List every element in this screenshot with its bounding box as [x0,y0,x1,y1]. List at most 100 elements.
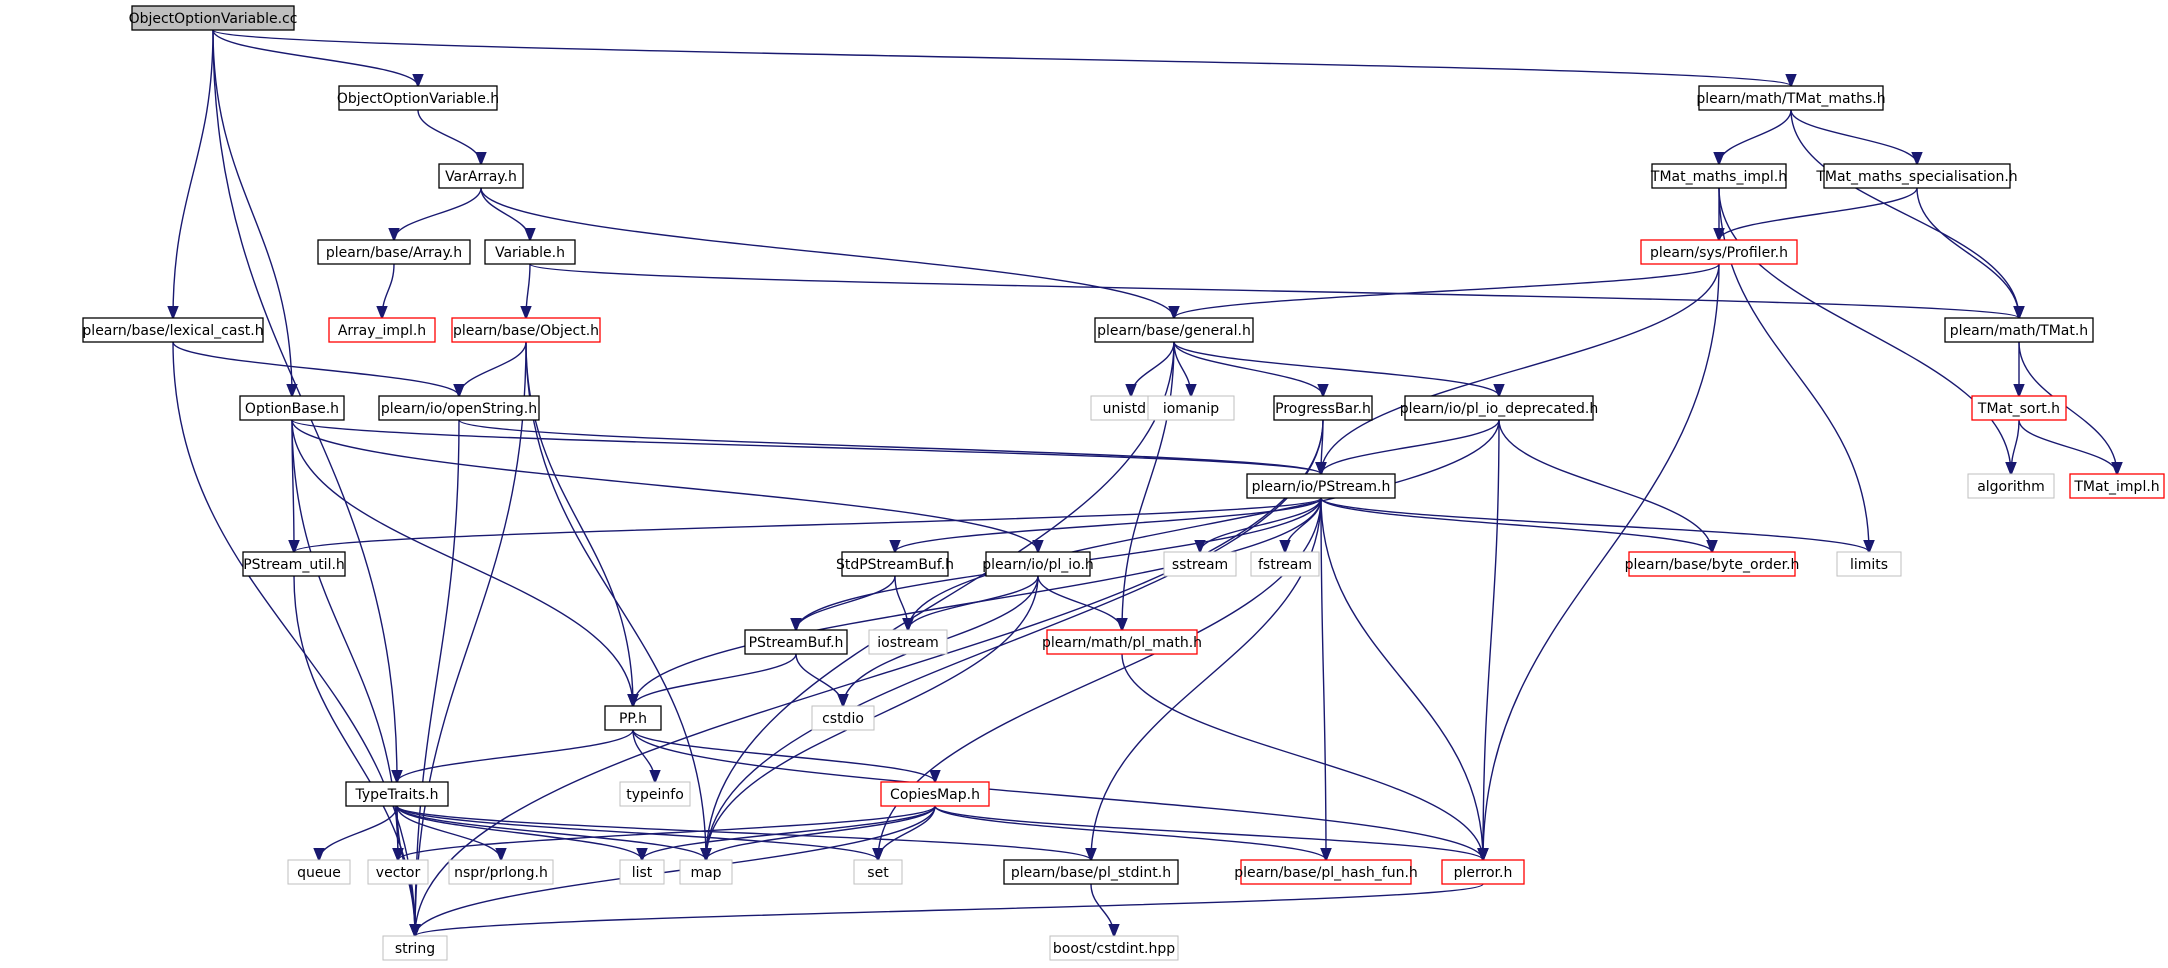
node-box-optionbase [239,395,345,421]
node-label-fstream: fstream [1258,557,1312,573]
node-box-lexical_cast [82,317,264,343]
edge-general-to-pl_math [1122,341,1175,630]
edge-object-to-string [415,341,527,936]
node-progressbar[interactable]: ProgressBar.h [1273,395,1373,421]
node-box-iomanip [1147,395,1235,421]
edge-profiler-to-pstream [1321,263,1720,474]
edge-general-to-unistd [1131,341,1175,396]
edge-typetraits-to-list [396,805,642,860]
node-box-vararray [438,163,524,189]
node-label-root: ObjectOptionVariable.cc [129,11,298,27]
edge-general-to-map [706,341,1175,860]
node-array_impl[interactable]: Array_impl.h [328,317,436,343]
node-box-openstring [378,395,540,421]
node-box-nspr [448,859,554,885]
node-box-list [619,859,665,885]
node-box-copiesmap [880,781,990,807]
node-oov_h[interactable]: ObjectOptionVariable.h [337,85,499,111]
node-general[interactable]: plearn/base/general.h [1094,317,1254,343]
node-copiesmap[interactable]: CopiesMap.h [880,781,990,807]
node-box-tmat_sort [1971,395,2067,421]
node-openstring[interactable]: plearn/io/openString.h [378,395,540,421]
edge-tmat-to-tmat_impl [2018,341,2117,474]
edge-pp-to-plerror [632,729,1483,860]
node-label-tmat_impl: TMat_impl.h [2073,479,2159,495]
edge-general-to-pl_io_dep [1173,341,1499,396]
node-plerror[interactable]: plerror.h [1441,859,1525,885]
node-root[interactable]: ObjectOptionVariable.cc [129,5,298,31]
node-box-typeinfo [619,781,691,807]
edge-tmat_maths_impl-to-algorithm [1718,187,2011,474]
node-box-tmat_maths [1698,85,1884,111]
node-label-iostream: iostream [877,635,939,651]
node-label-pstream_util: PStream_util.h [243,557,345,573]
node-tmat_maths_impl[interactable]: TMat_maths_impl.h [1650,163,1787,189]
dependency-edges [172,29,2117,936]
edge-optionbase-to-pl_io [291,419,1038,552]
node-tmat_maths_spec[interactable]: TMat_maths_specialisation.h [1815,163,2018,189]
node-box-tmat_impl [2069,473,2165,499]
edge-copiesmap-to-map [706,805,936,860]
edge-pstream-to-pl_hash_fun [1321,497,1326,860]
edge-copiesmap-to-pl_hash_fun [934,805,1326,860]
node-label-string: string [395,941,435,957]
node-box-pp [604,705,662,731]
node-label-map: map [690,865,721,881]
node-label-variable: Variable.h [495,245,565,261]
node-label-pl_hash_fun: plearn/base/pl_hash_fun.h [1234,865,1418,881]
node-optionbase[interactable]: OptionBase.h [239,395,345,421]
node-byte_order[interactable]: plearn/base/byte_order.h [1625,551,1800,577]
edge-pstreambuf-to-cstdio [795,653,843,706]
edge-pl_io-to-pl_math [1037,575,1122,630]
node-tmat[interactable]: plearn/math/TMat.h [1944,317,2094,343]
edge-pstream-to-pstream_util [294,497,1322,552]
node-base_array[interactable]: plearn/base/Array.h [317,239,471,265]
node-tmat_sort[interactable]: TMat_sort.h [1971,395,2067,421]
edge-tmat_maths_spec-to-tmat [1916,187,2019,318]
node-pl_io[interactable]: plearn/io/pl_io.h [982,551,1094,577]
edge-plerror-to-string [415,883,1484,936]
node-vararray[interactable]: VarArray.h [438,163,524,189]
node-label-byte_order: plearn/base/byte_order.h [1625,557,1800,573]
node-label-copiesmap: CopiesMap.h [890,787,980,803]
node-pstreambuf[interactable]: PStreamBuf.h [744,629,848,655]
node-box-general [1094,317,1254,343]
node-variable[interactable]: Variable.h [484,239,576,265]
edge-optionbase-to-pstream [291,419,1321,474]
edge-copiesmap-to-list [642,805,936,860]
edge-pl_io_dep-to-pstream [1321,419,1500,474]
node-pstream[interactable]: plearn/io/PStream.h [1246,473,1396,499]
node-pl_hash_fun[interactable]: plearn/base/pl_hash_fun.h [1234,859,1418,885]
edge-pstream-to-sstream [1200,497,1322,552]
node-tmat_maths[interactable]: plearn/math/TMat_maths.h [1696,85,1886,111]
node-stdpstreambuf[interactable]: StdPStreamBuf.h [836,551,954,577]
node-string: string [382,935,448,961]
node-lexical_cast[interactable]: plearn/base/lexical_cast.h [82,317,264,343]
node-pl_math[interactable]: plearn/math/pl_math.h [1042,629,1202,655]
edge-object-to-openstring [459,341,527,396]
edge-pstream-to-fstream [1285,497,1322,552]
node-tmat_impl[interactable]: TMat_impl.h [2069,473,2165,499]
node-label-queue: queue [297,865,341,881]
node-object[interactable]: plearn/base/Object.h [451,317,601,343]
node-sstream: sstream [1163,551,1237,577]
node-profiler[interactable]: plearn/sys/Profiler.h [1640,239,1798,265]
edge-lexical_cast-to-openstring [172,341,459,396]
node-box-pl_stdint [1003,859,1179,885]
node-nspr: nspr/prlong.h [448,859,554,885]
edge-copiesmap-to-plerror [934,805,1483,860]
node-pstream_util[interactable]: PStream_util.h [242,551,346,577]
node-map: map [679,859,733,885]
node-pl_stdint[interactable]: plearn/base/pl_stdint.h [1003,859,1179,885]
node-typetraits[interactable]: TypeTraits.h [345,781,449,807]
edge-tmat_sort-to-tmat_impl [2018,419,2117,474]
node-pl_io_dep[interactable]: plearn/io/pl_io_deprecated.h [1400,395,1599,421]
edge-openstring-to-string [415,419,460,936]
edge-root-to-oov_h [212,29,418,86]
node-pp[interactable]: PP.h [604,705,662,731]
node-box-pstreambuf [744,629,848,655]
node-box-object [451,317,601,343]
node-label-typetraits: TypeTraits.h [355,787,439,803]
edge-profiler-to-general [1174,263,1720,318]
